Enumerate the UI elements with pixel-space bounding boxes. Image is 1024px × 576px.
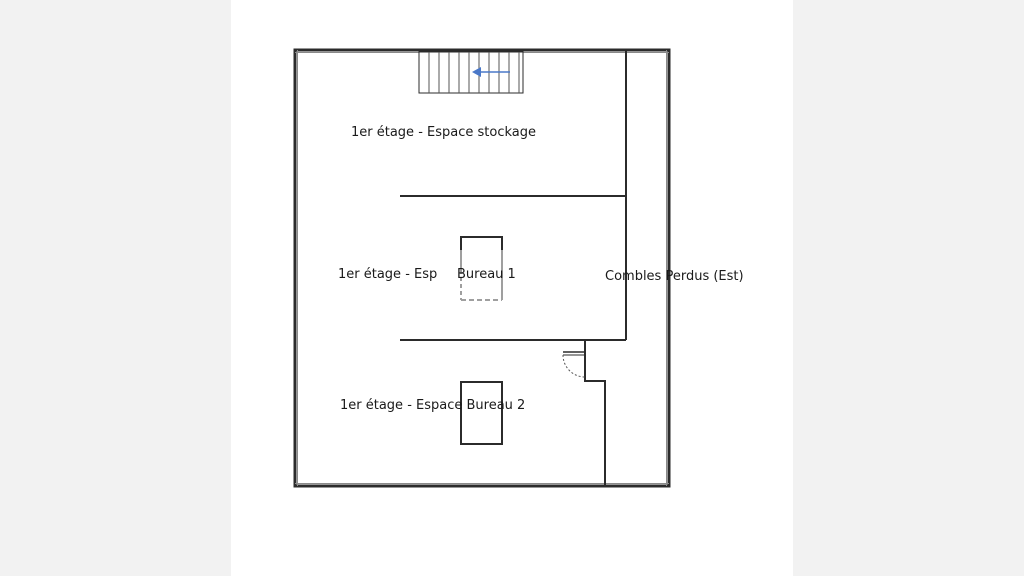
wall-combles-lower [584,340,606,486]
room-label-bureau1-tail: Bureau 1 [457,267,516,282]
staircase [418,51,524,94]
stair-arrow-icon [472,67,481,77]
outer-walls [293,48,671,488]
room-label-bureau2: 1er étage - Espace Bureau 2 [340,398,525,413]
desk-bureau2 [460,381,503,445]
room-label-bureau1: 1er étage - Esp [338,267,437,282]
door [562,351,586,378]
room-label-stockage: 1er étage - Espace stockage [351,125,536,140]
interior-walls [400,50,627,486]
watermark-area [432,250,597,320]
room-label-combles: Combles Perdus (Est) [605,269,744,284]
